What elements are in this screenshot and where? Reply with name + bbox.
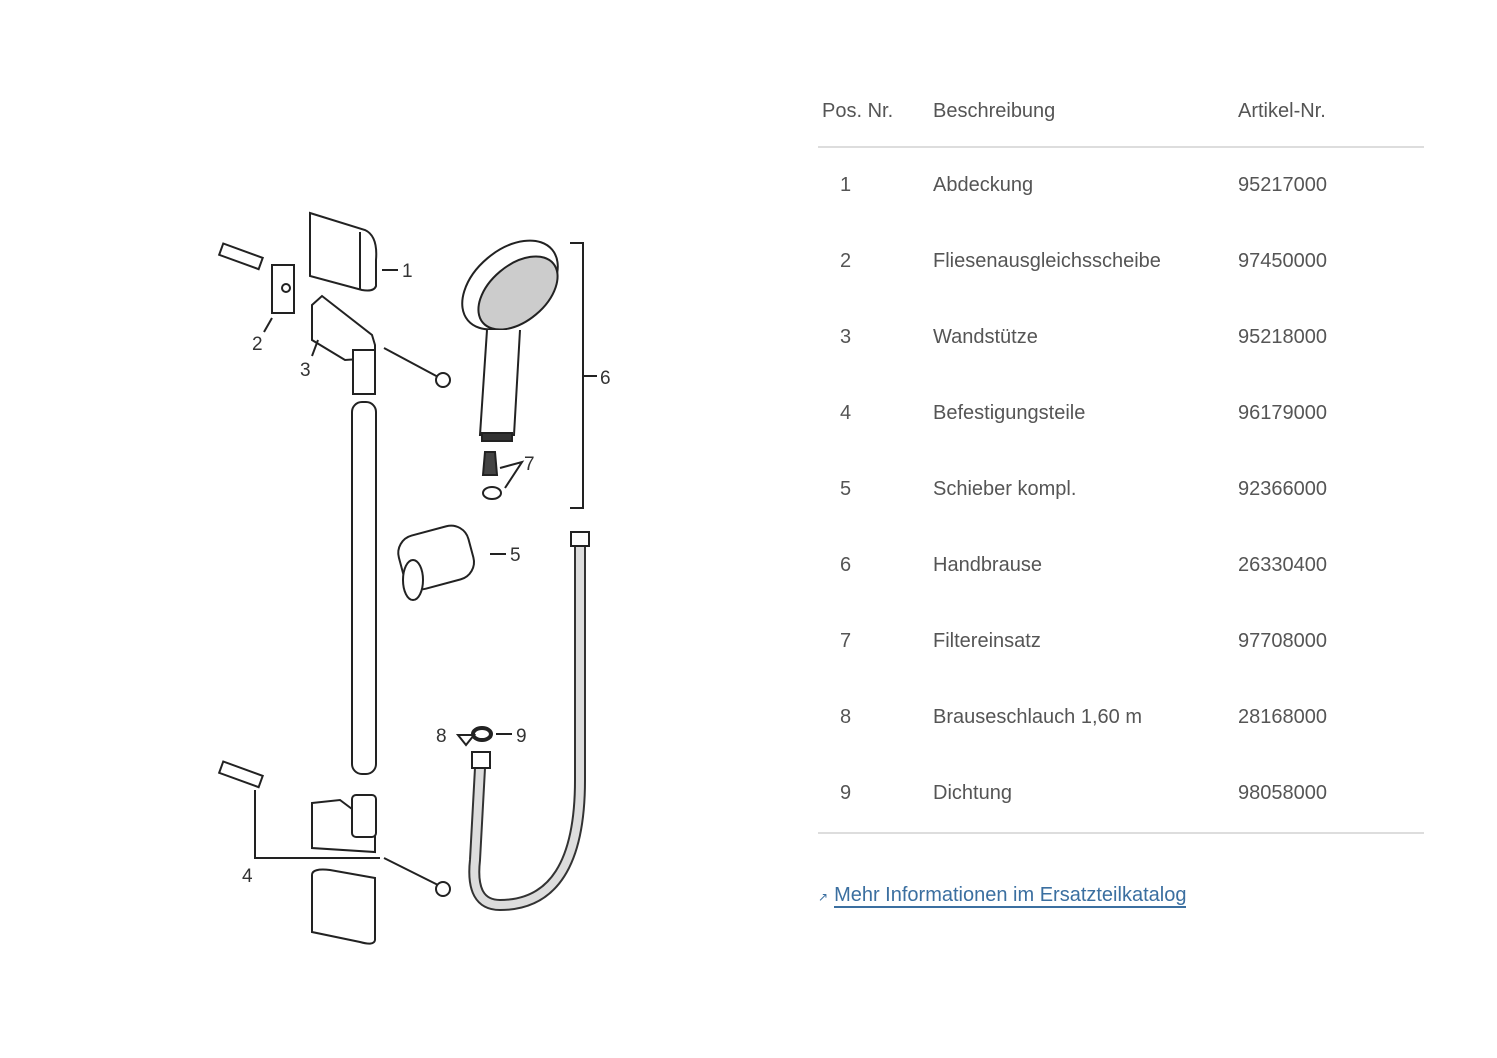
table-row: 6 Handbrause 26330400 bbox=[818, 528, 1424, 604]
cell-desc: Fliesenausgleichsscheibe bbox=[933, 250, 1161, 272]
screw-bottom bbox=[383, 857, 451, 897]
header-pos: Pos. Nr. bbox=[822, 100, 894, 122]
cell-pos: 6 bbox=[840, 554, 852, 576]
screw-top bbox=[383, 347, 451, 388]
callout-9: 9 bbox=[516, 726, 527, 747]
part-hand-shower bbox=[461, 239, 559, 442]
table-row: 3 Wandstütze 95218000 bbox=[818, 300, 1424, 376]
callout-2: 2 bbox=[252, 334, 263, 355]
cell-desc: Brauseschlauch 1,60 m bbox=[933, 706, 1143, 728]
cell-pos: 7 bbox=[840, 630, 852, 652]
cell-article: 97708000 bbox=[1238, 630, 1327, 652]
part-tile-spacer bbox=[271, 264, 295, 314]
cell-desc: Befestigungsteile bbox=[933, 402, 1086, 424]
spare-parts-catalog-link[interactable]: ↗ Mehr Informationen im Ersatzteilkatalog bbox=[818, 884, 1187, 908]
cell-article: 92366000 bbox=[1238, 478, 1327, 500]
table-row: 8 Brauseschlauch 1,60 m 28168000 bbox=[818, 680, 1424, 756]
cell-article: 28168000 bbox=[1238, 706, 1327, 728]
part-hose bbox=[468, 531, 590, 912]
callout-8: 8 bbox=[436, 726, 447, 747]
table-header: Pos. Nr. Beschreibung Artikel-Nr. bbox=[818, 90, 1424, 148]
cell-pos: 1 bbox=[840, 174, 852, 196]
cell-article: 97450000 bbox=[1238, 250, 1327, 272]
header-article: Artikel-Nr. bbox=[1238, 100, 1326, 122]
table-row: 4 Befestigungsteile 96179000 bbox=[818, 376, 1424, 452]
cell-pos: 9 bbox=[840, 782, 852, 804]
table-row: 7 Filtereinsatz 97708000 bbox=[818, 604, 1424, 680]
dowel-bottom bbox=[217, 760, 265, 789]
cell-desc: Wandstütze bbox=[933, 326, 1038, 348]
part-wall-bracket bbox=[311, 294, 376, 395]
callout-4: 4 bbox=[242, 866, 253, 887]
table-body: 1 Abdeckung 95217000 2 Fliesenausgleichssche… bbox=[818, 148, 1424, 834]
part-wall-bracket-bottom bbox=[311, 794, 377, 854]
table-row: 2 Fliesenausgleichsscheibe 97450000 bbox=[818, 224, 1424, 300]
part-filter bbox=[481, 451, 502, 500]
part-cover-top bbox=[309, 211, 378, 292]
cell-article: 26330400 bbox=[1238, 554, 1327, 576]
callout-6: 6 bbox=[600, 368, 611, 389]
cell-article: 98058000 bbox=[1238, 782, 1327, 804]
cell-desc: Filtereinsatz bbox=[933, 630, 1041, 652]
callout-7: 7 bbox=[524, 454, 535, 475]
dowel-top bbox=[217, 242, 265, 271]
cell-desc: Abdeckung bbox=[933, 174, 1034, 196]
cell-pos: 5 bbox=[840, 478, 852, 500]
callout-5: 5 bbox=[510, 545, 521, 566]
table-row: 9 Dichtung 98058000 bbox=[818, 756, 1424, 832]
cell-pos: 8 bbox=[840, 706, 852, 728]
callout-1: 1 bbox=[402, 261, 413, 282]
cell-pos: 2 bbox=[840, 250, 852, 272]
cell-article: 95218000 bbox=[1238, 326, 1327, 348]
table-row: 5 Schieber kompl. 92366000 bbox=[818, 452, 1424, 528]
external-link-icon: ↗ bbox=[818, 890, 829, 904]
cell-pos: 4 bbox=[840, 402, 852, 424]
cell-pos: 3 bbox=[840, 326, 852, 348]
header-desc: Beschreibung bbox=[933, 100, 1056, 122]
spare-parts-table: Pos. Nr. Beschreibung Artikel-Nr. 1 Abdec… bbox=[818, 90, 1424, 834]
part-slider bbox=[397, 524, 475, 601]
shower-rail bbox=[351, 401, 377, 775]
table-row: 1 Abdeckung 95217000 bbox=[818, 148, 1424, 224]
part-cover-bottom bbox=[311, 868, 376, 945]
cell-desc: Dichtung bbox=[933, 782, 1012, 804]
cell-desc: Handbrause bbox=[933, 554, 1042, 576]
link-label: Mehr Informationen im Ersatzteilkatalog bbox=[834, 884, 1187, 908]
exploded-parts-diagram: 1 2 3 6 7 5 8 9 4 bbox=[217, 211, 611, 945]
cell-desc: Schieber kompl. bbox=[933, 478, 1077, 500]
cell-article: 95217000 bbox=[1238, 174, 1327, 196]
cell-article: 96179000 bbox=[1238, 402, 1327, 424]
callout-3: 3 bbox=[300, 360, 311, 381]
